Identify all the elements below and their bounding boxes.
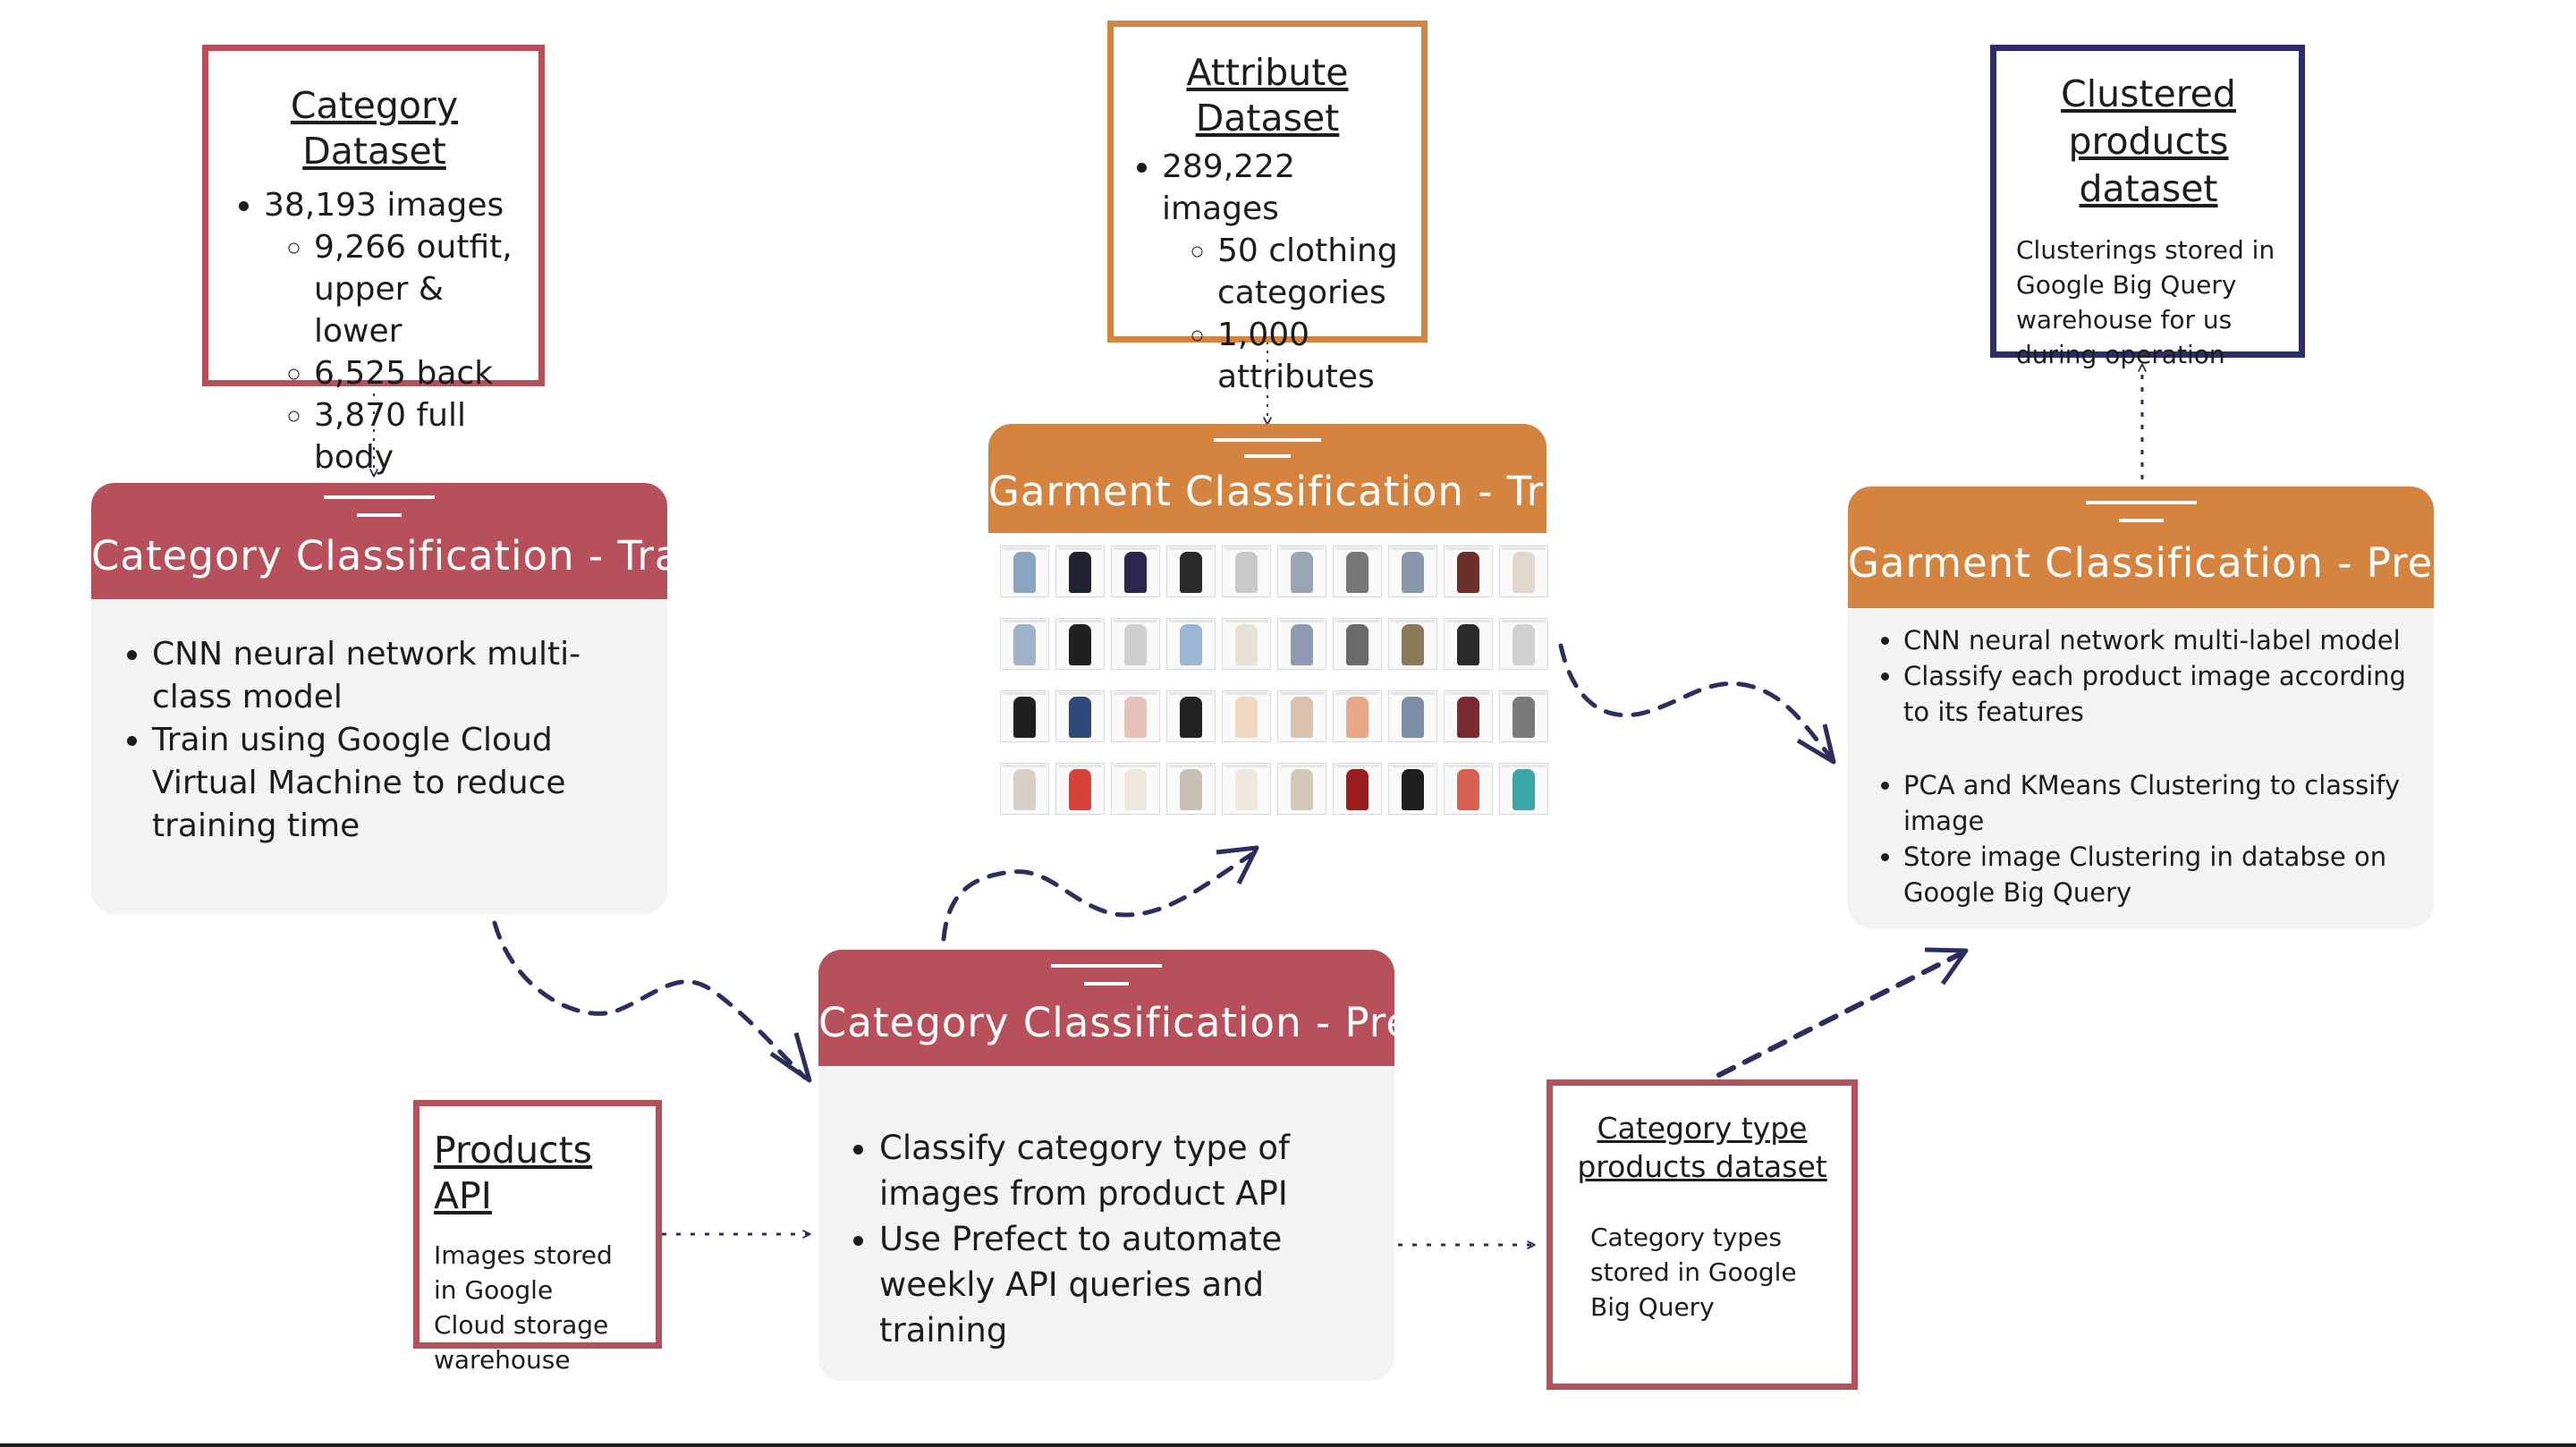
garment-sample-thumbnail [1277,690,1326,742]
garment-sample-thumbnail [1222,690,1271,742]
garment-sample-thumbnail [1166,763,1216,815]
attribute-dataset-sub-item: 1,000 attributes [1217,314,1409,398]
category-type-dataset-text: Category types stored in Google Big Quer… [1590,1223,1797,1322]
garment-sample-thumbnail [1111,546,1160,597]
garment-sample-thumbnail [1000,690,1049,742]
garment-predict-list-b: PCA and KMeans Clustering to classify im… [1859,767,2414,910]
clustered-dataset-box: Clustered products dataset Clusterings s… [1990,45,2305,369]
garment-sample-thumbnail [1388,618,1437,670]
garment-sample-thumbnail [1055,618,1105,670]
garment-predict-title: Garment Classification - Predict [1848,539,2512,587]
garment-sample-thumbnail [1222,618,1271,670]
garment-sample-thumbnail [1277,763,1326,815]
garment-sample-thumbnail [1444,618,1493,670]
category-predict-card: Category Classification - Predict Classi… [818,950,1490,1381]
garment-sample-thumbnail [1166,618,1216,670]
garment-sample-thumbnail [1055,763,1105,815]
garment-sample-thumbnail [1388,690,1437,742]
garment-predict-bullet: CNN neural network multi-label model [1903,622,2414,658]
garment-predict-bullet: PCA and KMeans Clustering to classify im… [1903,767,2414,839]
category-train-bullet: CNN neural network multi-class model [152,633,640,719]
category-train-title: Category Classification - Train [91,532,719,580]
garment-sample-thumbnail [1499,618,1548,670]
category-dataset-list: 38,193 images 9,266 outfit, upper & lowe… [226,184,522,478]
garment-sample-thumbnail [1000,618,1049,670]
category-predict-bullet: Classify category type of images from pr… [879,1125,1377,1216]
category-predict-bullet: Use Prefect to automate weekly API queri… [879,1216,1377,1353]
garment-sample-thumbnail [1277,618,1326,670]
category-train-header: Category Classification - Train [91,483,719,599]
bottom-rule [0,1443,2576,1447]
garment-predict-bullet: Store image Clustering in databse on Goo… [1903,839,2414,910]
attribute-dataset-title: Attribute Dataset [1186,51,1349,140]
garment-predict-header: Garment Classification - Predict [1848,487,2512,608]
category-dataset-sub-item: 3,870 full body [314,394,522,478]
curly-arrow-garment-train-to-predict [1558,643,1835,761]
category-type-dataset-box: Category type products dataset Category … [1546,1079,1858,1390]
garment-train-title: Garment Classification - Train [988,468,1608,515]
garment-sample-thumbnail [1499,763,1548,815]
attribute-dataset-list: 289,222 images 50 clothing categories 1,… [1126,146,1409,398]
products-api-box: Products API Images stored in Google Clo… [413,1100,662,1375]
category-dataset-sub-item: 9,266 outfit, upper & lower [314,226,522,352]
garment-sample-thumbnail [1000,763,1049,815]
garment-sample-thumbnail [1444,546,1493,597]
garment-sample-thumbnail [1333,690,1382,742]
garment-sample-thumbnail [1333,763,1382,815]
garment-sample-thumbnail [1333,546,1382,597]
attribute-dataset-box: Attribute Dataset 289,222 images 50 clot… [1107,21,1428,395]
garment-sample-thumbnail [1055,546,1105,597]
garment-sample-thumbnail [1111,690,1160,742]
garment-sample-thumbnail [1111,618,1160,670]
products-api-text: Images stored in Google Cloud storage wa… [434,1240,613,1375]
attribute-dataset-total: 289,222 images [1162,148,1295,227]
clustered-dataset-title: Clustered products dataset [2061,72,2236,210]
garment-sample-thumbnail [1444,690,1493,742]
curly-arrow-head-3 [1796,724,1836,765]
clustered-dataset-text: Clusterings stored in Google Big Query w… [2016,235,2275,369]
dashed-arrow-category-type-to-garment-predict [1716,950,1966,1078]
garment-sample-thumbnail [1111,763,1160,815]
curly-arrow-head-1 [769,1032,812,1083]
garment-sample-thumbnail [1444,763,1493,815]
garment-sample-thumbnail [1499,690,1548,742]
category-predict-list: Classify category type of images from pr… [835,1125,1377,1353]
category-train-card: Category Classification - Train CNN neur… [91,483,719,914]
category-predict-header: Category Classification - Predict [818,950,1490,1066]
attribute-dataset-sub-item: 50 clothing categories [1217,230,1409,314]
dashed-arrow-head-4 [1924,947,1969,986]
garment-sample-thumbnail [1333,618,1382,670]
category-predict-title: Category Classification - Predict [818,999,1490,1046]
garment-sample-thumbnail [1222,763,1271,815]
garment-train-card: Garment Classification - Train [988,424,1608,533]
garment-train-header: Garment Classification - Train [988,424,1608,533]
garment-sample-thumbnail [1499,546,1548,597]
curly-arrow-predict-to-garment [941,851,1255,942]
garment-sample-thumbnail [1222,546,1271,597]
garment-predict-card: Garment Classification - Predict CNN neu… [1848,487,2512,928]
garment-sample-thumbnail [1277,546,1326,597]
curly-arrow-train-to-predict [492,920,808,1080]
category-train-list: CNN neural network multi-class model Tra… [107,633,640,848]
garment-sample-image-grid [1000,546,1548,823]
category-type-dataset-title: Category type products dataset [1577,1111,1827,1184]
products-api-title: Products API [434,1129,593,1218]
garment-predict-bullet: Classify each product image according to… [1903,658,2414,730]
garment-sample-thumbnail [1000,546,1049,597]
category-dataset-sub-item: 6,525 back [314,352,522,394]
category-dataset-title: Category Dataset [290,84,459,173]
category-train-bullet: Train using Google Cloud Virtual Machine… [152,719,640,848]
garment-sample-thumbnail [1166,690,1216,742]
category-dataset-total: 38,193 images [264,186,504,224]
category-dataset-box: Category Dataset 38,193 images 9,266 out… [202,45,545,476]
garment-sample-thumbnail [1055,690,1105,742]
garment-sample-thumbnail [1388,763,1437,815]
garment-sample-thumbnail [1388,546,1437,597]
garment-predict-list-a: CNN neural network multi-label model Cla… [1859,622,2414,730]
garment-sample-thumbnail [1166,546,1216,597]
curly-arrow-head-2 [1216,845,1259,885]
